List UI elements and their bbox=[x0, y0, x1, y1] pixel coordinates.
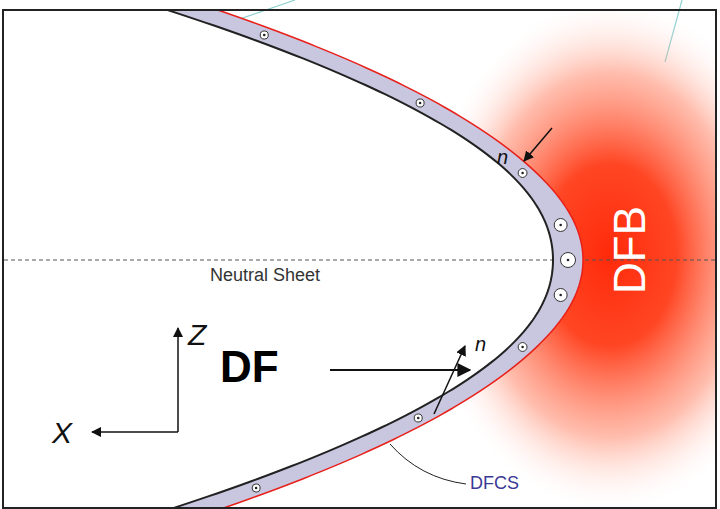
current-symbol bbox=[252, 484, 260, 492]
region-label: DFB bbox=[606, 206, 654, 294]
front-label: DF bbox=[220, 343, 279, 391]
df-arrow bbox=[330, 369, 470, 371]
normal-arrow bbox=[524, 128, 552, 161]
current-dot bbox=[567, 259, 570, 262]
current-circle bbox=[260, 31, 268, 39]
current-dot bbox=[419, 102, 422, 105]
current-symbol bbox=[561, 253, 576, 268]
current-symbol bbox=[414, 414, 422, 422]
current-dot bbox=[559, 294, 562, 297]
text-label: Neutral Sheet bbox=[210, 266, 320, 286]
text-label: n bbox=[475, 333, 486, 355]
current-circle bbox=[518, 169, 527, 178]
current-sheet-band bbox=[3, 10, 583, 508]
frame bbox=[3, 10, 716, 508]
current-dot bbox=[255, 487, 258, 490]
text-label: X bbox=[52, 416, 72, 449]
interior-region bbox=[3, 10, 553, 508]
axis-arrow bbox=[177, 328, 179, 432]
current-circle bbox=[561, 253, 576, 268]
inner-edge bbox=[3, 10, 553, 508]
current-circle bbox=[416, 99, 424, 107]
current-symbol bbox=[518, 343, 527, 352]
current-symbol bbox=[518, 169, 527, 178]
current-symbol bbox=[260, 31, 268, 39]
current-dot bbox=[263, 34, 266, 37]
leader-line bbox=[390, 444, 466, 484]
outer-edge bbox=[3, 10, 583, 508]
normal-arrow bbox=[434, 346, 465, 414]
current-circle bbox=[554, 219, 567, 232]
current-symbol bbox=[554, 289, 567, 302]
text-label: Z bbox=[188, 318, 206, 351]
current-dot bbox=[559, 224, 562, 227]
current-symbol bbox=[554, 219, 567, 232]
current-circle bbox=[414, 414, 422, 422]
current-circle bbox=[252, 484, 260, 492]
text-label: n bbox=[497, 146, 508, 168]
current-circle bbox=[554, 289, 567, 302]
current-dot bbox=[417, 417, 420, 420]
axis-arrow bbox=[92, 431, 178, 433]
current-symbol bbox=[416, 99, 424, 107]
current-dot bbox=[521, 172, 524, 175]
current-circle bbox=[518, 343, 527, 352]
text-label: DFCS bbox=[470, 474, 519, 494]
current-dot bbox=[521, 346, 524, 349]
